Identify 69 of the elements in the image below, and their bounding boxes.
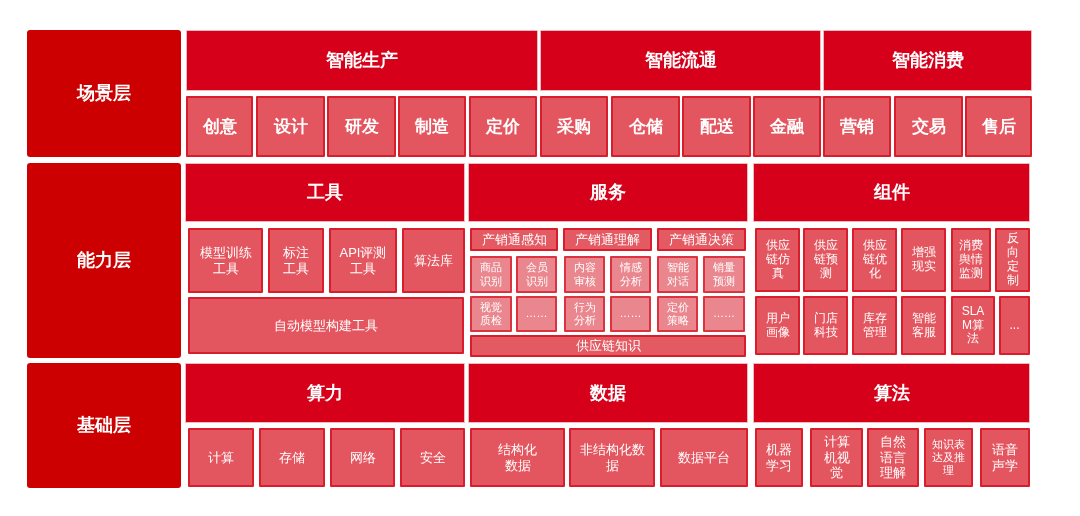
group-header: 产销通感知 (470, 228, 558, 251)
module-tile: 反向定制 (995, 228, 1030, 292)
module-tile: 存储 (259, 428, 325, 487)
layer-block: 能力层 (27, 163, 181, 358)
module-tile: 消费舆情监测 (951, 228, 991, 292)
module-tile: 交易 (894, 96, 963, 157)
module-tile: 计算机视觉 (810, 428, 863, 487)
module-tile: 智能对话 (657, 256, 698, 293)
module-tile: 设计 (256, 96, 325, 157)
group-header: 产销通理解 (563, 228, 652, 251)
module-tile: 算法库 (402, 228, 465, 293)
module-tile: 配送 (682, 96, 751, 157)
module-tile: 安全 (400, 428, 465, 487)
module-tile: 会员识别 (516, 256, 557, 293)
module-tile: 模型训练工具 (188, 228, 263, 293)
layer-block: 场景层 (27, 30, 181, 157)
module-tile: 语音声学 (980, 428, 1030, 487)
category-header: 工具 (185, 163, 465, 222)
module-tile: 自动模型构建工具 (188, 297, 464, 354)
module-tile: 供应链仿真 (755, 228, 800, 292)
module-tile: 智能客服 (901, 296, 946, 355)
module-tile: 金融 (753, 96, 821, 157)
module-tile: 采购 (540, 96, 608, 157)
category-header: 智能流通 (540, 30, 821, 91)
module-tile: API评测工具 (329, 228, 397, 293)
module-tile: 用户画像 (755, 296, 800, 355)
module-tile: 营销 (823, 96, 891, 157)
module-tile: 制造 (398, 96, 466, 157)
module-tile: …… (516, 296, 557, 332)
module-tile: 售后 (965, 96, 1032, 157)
module-tile: 定价策略 (657, 296, 698, 332)
module-tile: 增强现实 (901, 228, 946, 292)
module-tile: 供应链预测 (803, 228, 848, 292)
module-tile: 定价 (469, 96, 537, 157)
module-tile: 库存管理 (852, 296, 897, 355)
module-tile: 销量预测 (703, 256, 745, 293)
module-tile: ... (999, 296, 1030, 355)
module-tile: 知识表达及推理 (924, 428, 973, 487)
layer-block: 基础层 (27, 363, 181, 488)
module-tile: 数据平台 (660, 428, 748, 487)
module-tile: 计算 (188, 428, 254, 487)
group-header: 供应链知识 (470, 335, 746, 357)
category-header: 智能消费 (823, 30, 1032, 91)
module-tile: 创意 (186, 96, 253, 157)
module-tile: 标注工具 (268, 228, 324, 293)
module-tile: 研发 (327, 96, 396, 157)
category-header: 算法 (753, 363, 1030, 423)
module-tile: 网络 (330, 428, 395, 487)
category-header: 组件 (753, 163, 1030, 222)
module-tile: 非结构化数据 (569, 428, 655, 487)
module-tile: 视觉质检 (470, 296, 512, 332)
group-header: 产销通决策 (657, 228, 746, 251)
module-tile: SLAM算法 (951, 296, 995, 355)
module-tile: …… (703, 296, 745, 332)
module-tile: 自然语言理解 (867, 428, 919, 487)
module-tile: 供应链优化 (852, 228, 897, 292)
module-tile: 内容审核 (564, 256, 605, 293)
module-tile: 商品识别 (470, 256, 512, 293)
module-tile: 机器学习 (755, 428, 803, 487)
module-tile: 情感分析 (610, 256, 651, 293)
module-tile: 行为分析 (564, 296, 605, 332)
module-tile: 门店科技 (803, 296, 848, 355)
category-header: 数据 (468, 363, 748, 423)
category-header: 算力 (185, 363, 465, 423)
category-header: 智能生产 (186, 30, 538, 91)
module-tile: 仓储 (611, 96, 680, 157)
module-tile: 结构化数据 (470, 428, 565, 487)
module-tile: …… (610, 296, 651, 332)
category-header: 服务 (468, 163, 748, 222)
